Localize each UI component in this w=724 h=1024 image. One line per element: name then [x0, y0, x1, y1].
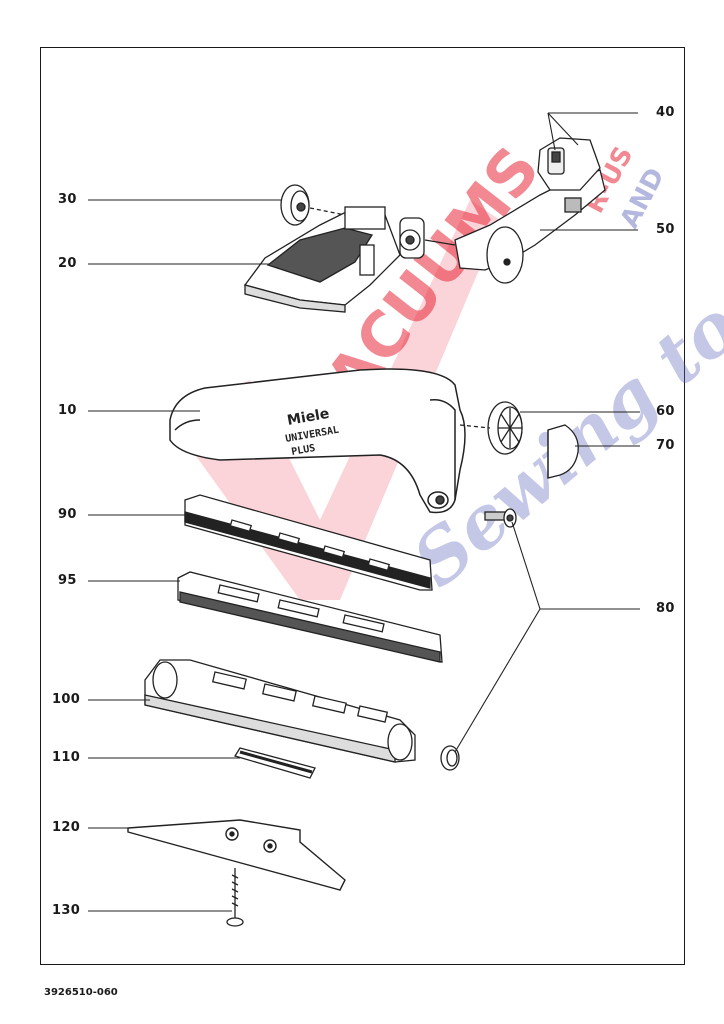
part-20-base-frame: [243, 206, 456, 313]
label-part-10: 10: [58, 403, 77, 418]
label-part-90: 90: [58, 507, 77, 522]
label-part-30: 30: [58, 192, 77, 207]
part-70-wheel-cap: [547, 424, 579, 479]
part-100-bottom-frame: [144, 659, 416, 763]
label-part-120: 120: [52, 820, 81, 835]
part-30-small-wheel: [280, 184, 346, 226]
part-80-bushing: [440, 745, 460, 771]
label-part-95: 95: [58, 573, 77, 588]
label-part-50: 50: [656, 222, 675, 237]
part-60-large-wheel: [459, 401, 523, 455]
label-part-60: 60: [656, 404, 675, 419]
part-40-neck-clip: [537, 137, 601, 191]
drawing-frame: [40, 47, 685, 965]
label-part-20: 20: [58, 256, 77, 271]
part-90-brush-strip: [184, 494, 433, 591]
label-part-40: 40: [656, 105, 675, 120]
part-130-screw: [226, 868, 244, 927]
watermark-v-shape: [170, 200, 500, 600]
part-95-bristle-strip: [177, 571, 443, 663]
label-part-110: 110: [52, 750, 81, 765]
housing-brand-line1: Miele: [286, 406, 331, 429]
part-110-small-plate: [233, 747, 316, 779]
part-10-main-housing: Miele UNIVERSAL PLUS: [169, 368, 466, 514]
housing-brand-line3: PLUS: [291, 443, 317, 458]
part-120-sole-plate: [127, 819, 346, 891]
label-part-80: 80: [656, 601, 675, 616]
leader-lines: [88, 112, 640, 912]
label-part-70: 70: [656, 438, 675, 453]
label-part-130: 130: [52, 903, 81, 918]
label-part-100: 100: [52, 692, 81, 707]
document-number: 3926510-060: [44, 987, 118, 998]
part-80-screw: [484, 508, 517, 528]
part-50-swivel-neck: [454, 169, 606, 284]
